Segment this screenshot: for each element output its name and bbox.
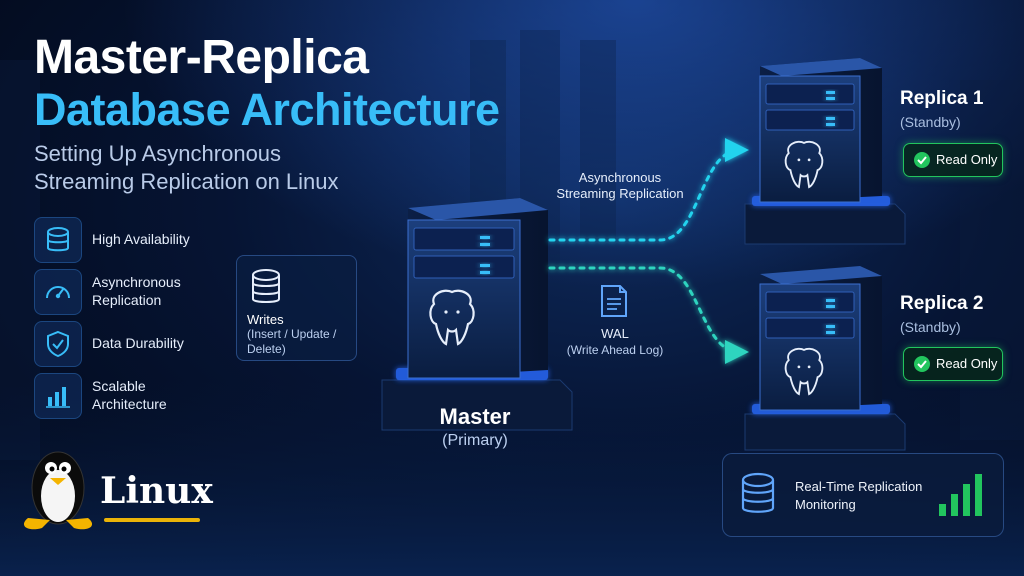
title-line2: Database Architecture (34, 84, 500, 135)
speedometer-icon (46, 286, 70, 299)
replica1-read-only-badge: Read Only (903, 143, 1003, 177)
replica1-server (759, 58, 882, 203)
async-label-line1: Asynchronous (578, 170, 662, 185)
master-role: (Primary) (442, 432, 508, 449)
subtitle: Setting Up Asynchronous Streaming Replic… (34, 140, 434, 196)
replica1-name: Replica 1 (900, 88, 984, 109)
feature-label-line2: Architecture (92, 396, 167, 412)
writes-detail-line2: Delete) (247, 342, 286, 356)
replica1-pedestal (744, 196, 906, 245)
monitoring-box: Real-Time Replication Monitoring (722, 453, 1004, 537)
monitoring-label: Real-Time Replication Monitoring (795, 478, 945, 514)
async-label-line2: Streaming Replication (556, 186, 684, 201)
replica2-name: Replica 2 (900, 293, 984, 314)
database-icon (47, 227, 69, 252)
replica2-read-only-badge: Read Only (903, 347, 1003, 381)
title-line1: Master-Replica (34, 31, 369, 84)
feature-label-line2: Replication (92, 292, 162, 308)
replica1-label: Replica 1 (Standby) (900, 88, 983, 130)
wal-label: WAL (Write Ahead Log) (560, 326, 670, 358)
signal-bars-icon (939, 474, 982, 516)
async-replication-label: Asynchronous Streaming Replication (540, 170, 700, 202)
wal-document-icon (601, 285, 627, 317)
feature-label-line1: Asynchronous (92, 274, 181, 290)
feature-label-line1: Scalable (92, 378, 146, 394)
subtitle-line2: Streaming Replication on Linux (34, 169, 339, 194)
writes-detail: (Insert / Update / Delete) (247, 327, 352, 357)
database-icon (741, 472, 775, 513)
feature-label: High Availability (92, 231, 190, 247)
writes-detail-line1: (Insert / Update / (247, 327, 337, 341)
linux-brand-underline (104, 518, 200, 522)
subtitle-line1: Setting Up Asynchronous (34, 141, 282, 166)
replica1-role: (Standby) (900, 114, 961, 130)
tux-penguin-icon (23, 451, 93, 530)
monitoring-label-line2: Monitoring (795, 497, 856, 512)
feature-label: Data Durability (92, 335, 184, 351)
bar-chart-icon (46, 387, 70, 408)
writes-title: Writes (247, 312, 284, 327)
badge-label: Read Only (936, 152, 998, 167)
master-server (407, 198, 548, 379)
replication-line-replica1 (548, 138, 749, 242)
replica2-server (759, 266, 882, 411)
badge-label: Read Only (936, 356, 998, 371)
replica2-pedestal (744, 404, 906, 451)
master-label: Master (Primary) (400, 404, 550, 450)
wal-label-line2: (Write Ahead Log) (566, 343, 664, 357)
check-circle-icon (914, 356, 930, 372)
check-circle-icon (914, 152, 930, 168)
linux-brand-text: Linux (100, 470, 213, 512)
replica2-role: (Standby) (900, 319, 961, 335)
database-icon (252, 269, 280, 303)
monitoring-label-line1: Real-Time Replication (795, 479, 923, 494)
master-name: Master (439, 404, 511, 429)
writes-box: Writes (Insert / Update / Delete) (236, 255, 357, 361)
wal-label-line1: WAL (601, 326, 629, 341)
shield-check-icon (47, 330, 69, 358)
replica2-label: Replica 2 (Standby) (900, 293, 983, 335)
